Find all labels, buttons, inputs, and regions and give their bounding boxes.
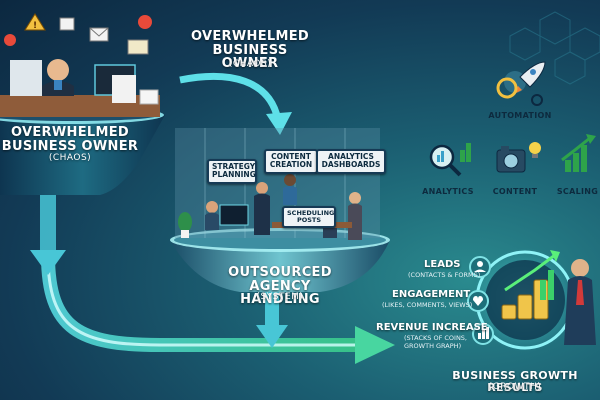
arrow-down-agency xyxy=(256,325,288,348)
left-funnel-subtitle: (CHAOS) xyxy=(48,153,92,163)
user-icon xyxy=(469,256,491,278)
plant xyxy=(178,212,192,238)
top-title-line1: OVERWHELMED xyxy=(191,29,309,44)
top-subtitle: (CHAOS) xyxy=(228,59,272,69)
left-funnel-title: OVERWHELMED BUSINESS OWNER xyxy=(0,126,140,153)
email-icon xyxy=(89,27,109,42)
sign-scheduling-line1: SCHEDULING xyxy=(287,209,335,217)
metric-revenue-sub-line2: GROWTH GRAPH) xyxy=(404,342,462,350)
metric-revenue-sub-line1: (STACKS OF COINS, xyxy=(404,334,468,342)
service-automation-label: AUTOMATION xyxy=(488,111,552,120)
sign-content-creation: CONTENT CREATION xyxy=(264,149,318,174)
sign-scheduling-posts: SCHEDULING POSTS xyxy=(282,206,336,229)
sign-scheduling-line2: POSTS xyxy=(296,216,322,225)
top-title-line2: BUSINESS OWNER xyxy=(212,42,288,72)
metric-leads-title: LEADS xyxy=(424,259,461,270)
magnifier-chart-icon xyxy=(429,143,471,177)
camera-icon xyxy=(496,146,526,173)
success-person xyxy=(564,259,596,345)
sign-content-line1: CONTENT xyxy=(271,152,311,161)
sign-strategy-line2: PLANNING xyxy=(212,170,256,180)
sign-content-line2: CREATION xyxy=(269,160,313,170)
results-subtitle: (GROWTH) xyxy=(488,382,542,392)
sign-strategy-line1: STRATEGY xyxy=(212,162,256,171)
bar-chart-icon xyxy=(540,270,554,300)
gear-icon xyxy=(496,77,543,106)
top-title: OVERWHELMED BUSINESS OWNER xyxy=(190,30,310,71)
warning-icon: ! xyxy=(24,13,46,31)
sign-analytics-dashboards: ANALYTICS DASHBOARDS xyxy=(316,149,386,174)
sign-strategy-planning: STRATEGY PLANNING xyxy=(207,159,257,184)
heart-icon xyxy=(467,290,489,312)
curved-arrow xyxy=(179,72,282,121)
lightbulb-icon xyxy=(529,142,541,158)
left-funnel-title-line2: BUSINESS OWNER xyxy=(1,138,139,154)
agency-title-line1: OUTSOURCED AGENCY xyxy=(228,265,332,294)
hex-pattern xyxy=(509,11,600,85)
metric-engagement-title: ENGAGEMENT xyxy=(392,289,471,300)
agency-subtitle: (SYSTEM) xyxy=(256,292,304,302)
agency-funnel xyxy=(170,240,390,292)
chaos-person xyxy=(42,59,74,96)
metric-revenue-title: REVENUE INCREASE xyxy=(376,322,488,333)
service-analytics-label: ANALYTICS xyxy=(422,187,474,196)
service-content-label: CONTENT xyxy=(492,187,538,196)
svg-text:!: ! xyxy=(33,21,37,31)
service-scaling-label: SCALING xyxy=(556,187,599,196)
results-title: BUSINESS GROWTH RESULTS xyxy=(452,369,578,394)
left-funnel-title-line1: OVERWHELMED xyxy=(11,125,129,140)
left-funnel xyxy=(0,115,165,195)
arrow-down-left xyxy=(30,250,66,275)
growth-chart-icon xyxy=(561,134,596,172)
agency-title: OUTSOURCED AGENCY HANDLING xyxy=(200,266,360,307)
flow-arrow-right xyxy=(355,326,395,364)
metric-leads-sub: (CONTACTS & FORMS) xyxy=(408,271,481,279)
sign-analytics-line1: ANALYTICS xyxy=(328,152,374,161)
agency-title-line2: HANDLING xyxy=(240,292,320,308)
agency-team xyxy=(205,174,362,240)
sign-analytics-line2: DASHBOARDS xyxy=(321,160,381,170)
metric-engagement-sub: (LIKES, COMMENTS, VIEWS) xyxy=(382,301,473,309)
